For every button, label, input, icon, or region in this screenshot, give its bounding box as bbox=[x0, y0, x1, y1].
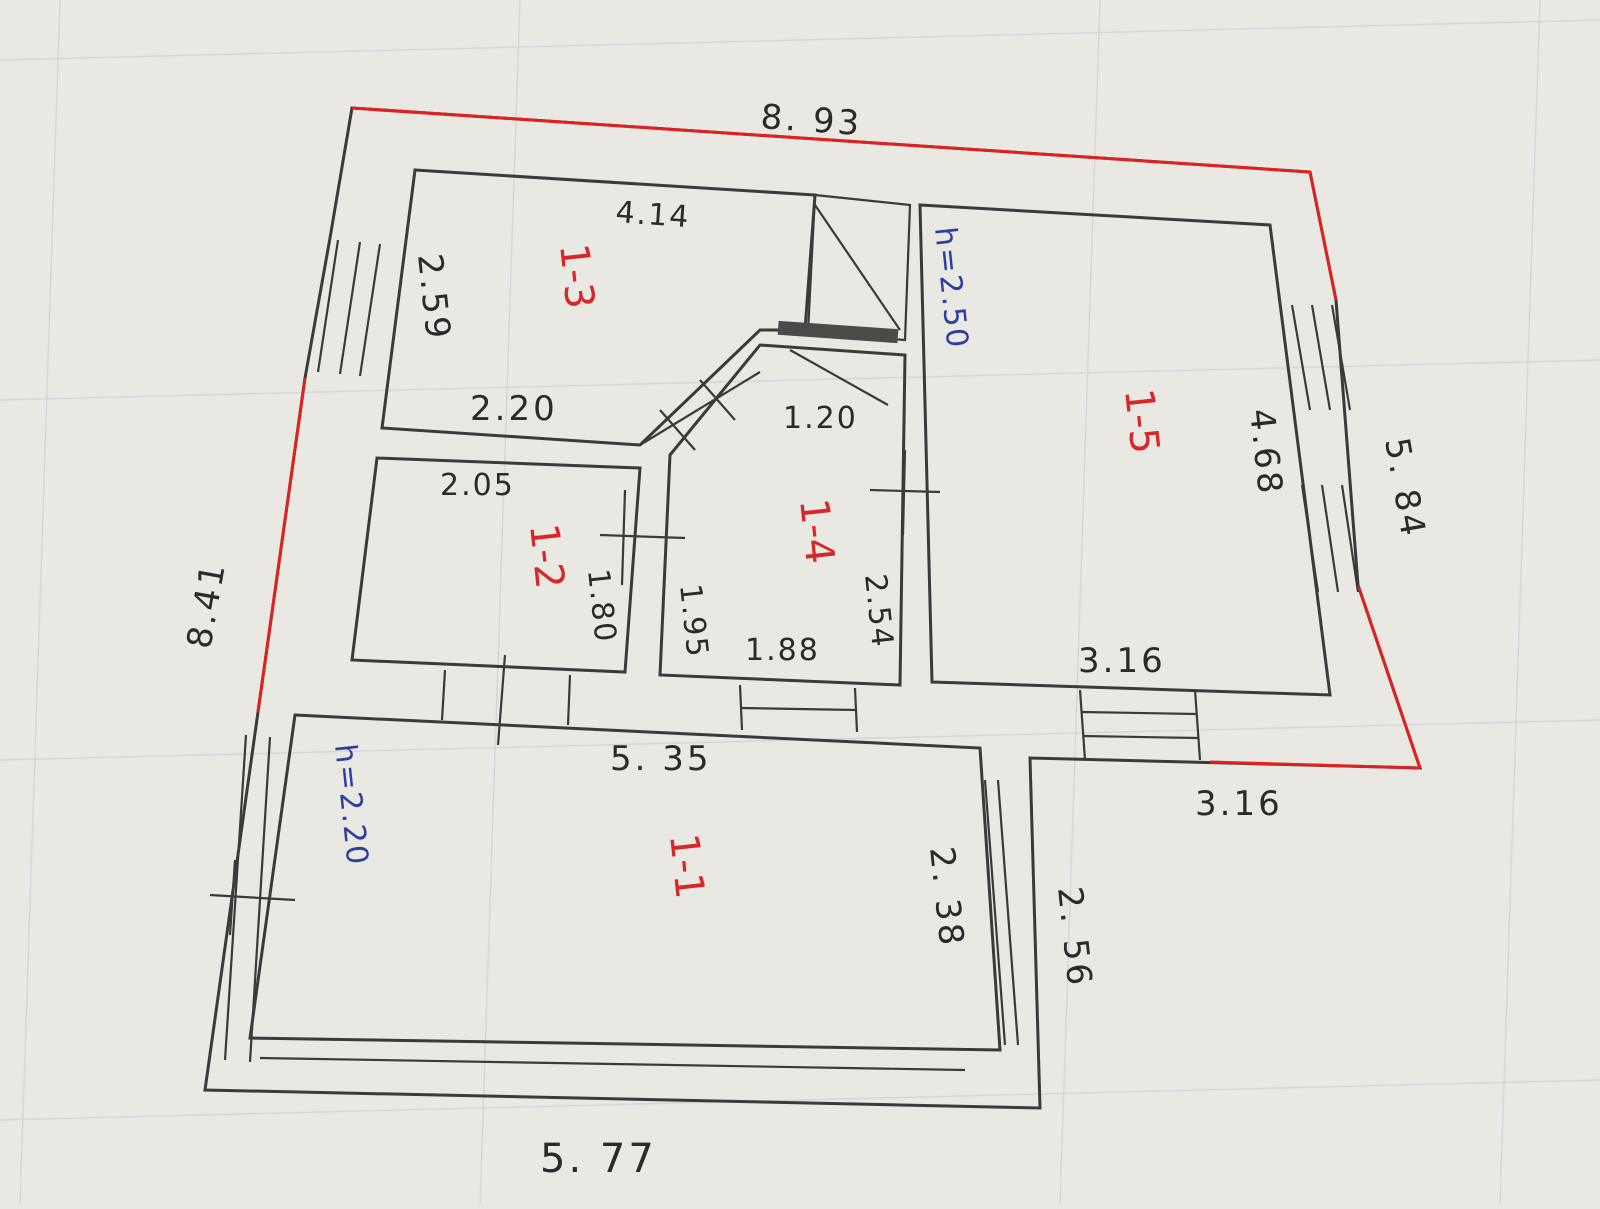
door-left-room-1-1 bbox=[209, 859, 296, 936]
closet-bar bbox=[777, 320, 899, 344]
room-1-1-label: 1-1 bbox=[660, 831, 713, 901]
room-1-1-dim-width: 5. 35 bbox=[610, 739, 712, 779]
room-1-5-dim-width: 3.16 bbox=[1078, 641, 1166, 681]
height-upper: h=2.50 bbox=[927, 225, 975, 351]
outer-wall-redline-base bbox=[1209, 760, 1421, 770]
window-right-lower bbox=[1300, 484, 1360, 593]
room-1-3-dim-left: 2.59 bbox=[409, 252, 458, 343]
dim-step-bottom: 3.16 bbox=[1195, 784, 1283, 824]
room-1-4-dim-right: 2.54 bbox=[857, 572, 900, 650]
room-1-4-label: 1-4 bbox=[790, 496, 843, 566]
room-1-1-dim-height: 2. 38 bbox=[921, 845, 971, 950]
door-1-2-to-1-1 bbox=[440, 654, 572, 746]
closet-diagonal bbox=[814, 204, 901, 331]
room-1-3-dim-bottom: 2.20 bbox=[470, 389, 558, 429]
room-1-1-wall bbox=[248, 713, 1002, 1052]
dim-step-right: 2. 56 bbox=[1049, 885, 1099, 990]
room-1-5-wall bbox=[918, 203, 1332, 697]
outer-wall-redline-right bbox=[1356, 584, 1422, 769]
dim-top: 8. 93 bbox=[759, 97, 863, 144]
room-1-5-label: 1-5 bbox=[1115, 386, 1168, 456]
door-1-2-to-1-4 bbox=[599, 489, 686, 586]
door-1-4-to-1-1 bbox=[738, 684, 859, 733]
door-1-4-to-1-5 bbox=[869, 449, 941, 536]
room-1-2-dim-width: 2.05 bbox=[440, 468, 515, 503]
room-1-2-dim-height: 1.80 bbox=[580, 567, 623, 645]
room-1-1-inner-line bbox=[259, 1056, 966, 1072]
dim-bottom: 5. 77 bbox=[540, 1136, 657, 1182]
outer-wall-redline-left bbox=[256, 377, 307, 713]
room-1-4-dim-top: 1.20 bbox=[783, 401, 858, 436]
room-1-4-wall bbox=[658, 343, 907, 687]
room-1-4-dim-left: 1.95 bbox=[672, 582, 715, 660]
door-bottom-step bbox=[1078, 689, 1202, 761]
room-1-2-wall bbox=[350, 456, 642, 674]
window-left-upper bbox=[316, 239, 382, 377]
room-1-3-dim-top: 4.14 bbox=[614, 195, 691, 235]
room-1-2-label: 1-2 bbox=[520, 521, 573, 591]
room-1-3-label: 1-3 bbox=[550, 241, 603, 311]
height-lower: h=2.20 bbox=[327, 742, 375, 868]
window-right-upper bbox=[1290, 304, 1352, 411]
closet bbox=[806, 193, 912, 342]
door-1-3-to-1-4 bbox=[639, 371, 761, 451]
room-1-4-diag bbox=[789, 349, 889, 406]
outer-wall-redline bbox=[351, 106, 1338, 301]
dim-right: 5. 84 bbox=[1376, 435, 1433, 542]
room-1-4-dim-bottom: 1.88 bbox=[745, 633, 820, 668]
dim-left: 8.41 bbox=[179, 558, 234, 651]
window-right-room-1-1 bbox=[983, 779, 1020, 1046]
room-1-5-dim-height: 4.68 bbox=[1241, 407, 1290, 498]
